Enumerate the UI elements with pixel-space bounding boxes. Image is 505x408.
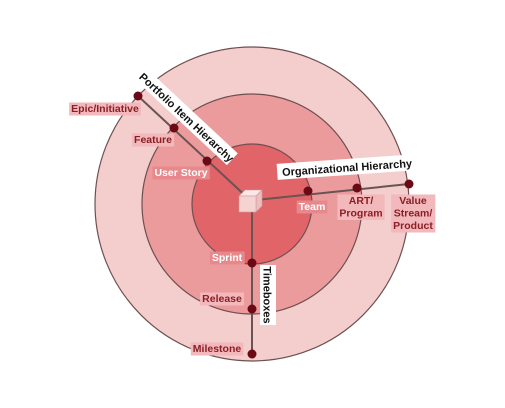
epic-initiative-label: Epic/Initiative (71, 103, 139, 115)
organizational-axis-line (255, 183, 410, 201)
timeboxes-axis-title-group: Timeboxes (260, 265, 276, 325)
epic-initiative-label-background (69, 102, 142, 116)
timeboxes-axis-title: Timeboxes (261, 266, 273, 323)
sprint-label-group: Sprint (209, 251, 245, 265)
value-stream-dot (404, 179, 414, 189)
user-story-dot (202, 156, 212, 166)
feature-label-group: Feature (132, 133, 175, 147)
release-label-group: Release (200, 292, 245, 306)
user-story-label-background (152, 166, 210, 180)
art-program-label-group: ART/Program (337, 194, 385, 220)
team-label: Team (299, 201, 326, 213)
team-label-group: Team (296, 200, 328, 214)
release-label: Release (202, 293, 242, 305)
sprint-label-background (209, 251, 245, 265)
milestone-dot (247, 349, 257, 359)
art-program-dot (352, 183, 362, 193)
epic-initiative-dot (133, 91, 143, 101)
team-dot (303, 186, 313, 196)
epic-initiative-label-group: Epic/Initiative (69, 102, 142, 116)
sprint-label: Sprint (212, 252, 243, 264)
release-dot (247, 304, 257, 314)
feature-label-background (132, 133, 175, 147)
portfolio-axis-line (137, 95, 251, 201)
art-program-label-background (337, 194, 385, 220)
sprint-dot (247, 258, 257, 268)
team-label-background (296, 200, 328, 214)
value-stream-label-background (391, 194, 436, 233)
feature-dot (169, 123, 179, 133)
user-story-label: User Story (154, 167, 207, 179)
user-story-label-group: User Story (152, 166, 210, 180)
milestone-label: Milestone (193, 343, 242, 355)
feature-label: Feature (134, 134, 172, 146)
release-label-background (200, 292, 245, 306)
art-program-label: ART/Program (339, 195, 382, 220)
milestone-label-background (190, 342, 244, 356)
milestone-label-group: Milestone (190, 342, 244, 356)
center-cube-icon (238, 189, 263, 213)
